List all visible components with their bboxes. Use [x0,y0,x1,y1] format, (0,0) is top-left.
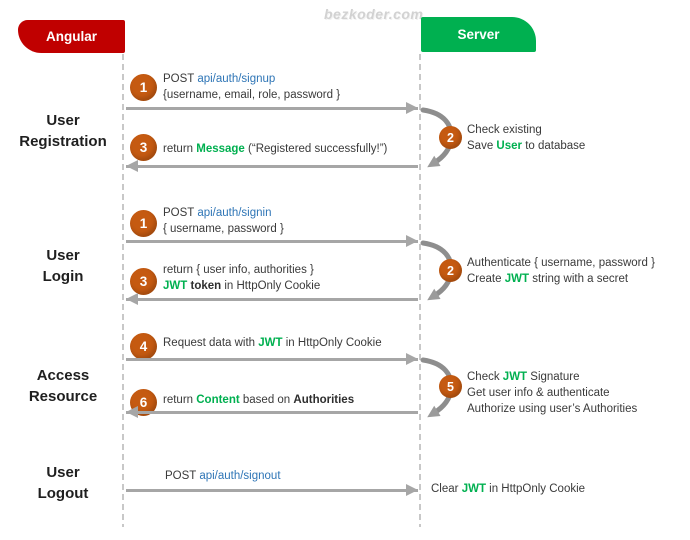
actor-server-banner: Server [421,17,536,52]
text-run: based on [239,394,294,406]
text-run: Get user info & authenticate [467,387,610,399]
arrow-resource-request [126,353,418,365]
section-label-line: User [46,112,80,129]
actor-angular-banner: Angular [18,20,125,53]
link-text-run: api/auth/signin [197,207,272,219]
arrow-signup-response [126,160,418,172]
message-line: return { user info, authorities } [163,263,320,279]
message-line: Check JWT Signature [467,369,637,385]
step-circle-1: 1 [130,210,157,237]
step-circle-5: 5 [439,375,462,398]
message-line: Get user info & authenticate [467,385,637,401]
message-line: Request data with JWT in HttpOnly Cookie [163,336,382,352]
text-run: Signature [527,371,580,383]
text-run: in HttpOnly Cookie [282,337,382,349]
arrow-signin-request [126,235,418,247]
step-circle-4: 4 [130,333,157,360]
text-run: Clear [431,483,462,495]
green-text-run: JWT [461,483,486,495]
message-line: Save User to database [467,138,585,154]
text-run: { username, password } [163,222,284,235]
green-text-run: Message [196,143,245,155]
message-line: {username, email, role, password } [163,88,340,104]
server-note-login: Authenticate { username, password } Crea… [467,255,655,287]
step-circle-2: 2 [439,259,462,282]
section-label-user-login: User Login [0,245,126,287]
message-resource-request: Request data with JWT in HttpOnly Cookie [163,336,382,352]
bold-text-run: token [190,279,222,292]
bold-text-run: Authorities [293,394,355,406]
message-line: Create JWT string with a secret [467,271,655,287]
section-label-access-resource: Access Resource [0,365,126,407]
green-text-run: JWT [163,279,188,292]
message-line: Check existing [467,122,585,138]
message-line: JWT token in HttpOnly Cookie [163,279,320,295]
text-run: Authorize using user’s Authorities [467,403,638,415]
server-note-logout: Clear JWT in HttpOnly Cookie [431,482,585,498]
text-run: Save [467,140,497,152]
message-signin-response: return { user info, authorities } JWT to… [163,263,320,294]
green-text-run: User [496,140,522,152]
text-run: in HttpOnly Cookie [485,483,586,495]
message-line: POST api/auth/signup [163,72,340,88]
text-run: return [163,143,197,155]
arrow-signin-response [126,293,418,305]
message-line: POST api/auth/signout [165,469,281,485]
message-resource-response: return Content based on Authorities [163,393,354,409]
text-run: POST [163,207,198,219]
text-run: to database [522,140,586,152]
lifeline-angular [122,54,124,527]
text-run: Authenticate { username, password } [467,257,655,269]
step-circle-3: 3 [130,134,157,161]
green-text-run: Content [196,394,240,406]
text-run: POST [165,470,200,482]
section-label-line: Login [42,268,84,285]
text-run: Request data with [163,337,259,349]
link-text-run: api/auth/signup [197,73,276,85]
text-run: string with a secret [529,273,629,285]
section-label-line: User [46,464,80,481]
green-text-run: JWT [502,371,528,383]
text-run: Create [467,273,505,285]
message-line: Authorize using user’s Authorities [467,401,637,417]
text-run: return [163,394,197,406]
message-line: return Content based on Authorities [163,393,354,409]
message-signin-request: POST api/auth/signin { username, passwor… [163,206,284,237]
section-label-user-logout: User Logout [0,462,126,504]
green-text-run: JWT [504,273,529,285]
server-note-access: Check JWT Signature Get user info & auth… [467,369,637,417]
message-signup-response: return Message (“Registered successfully… [163,142,387,158]
text-run: (“Registered successfully!”) [244,143,388,155]
message-signout-request: POST api/auth/signout [165,469,281,485]
section-label-line: Logout [37,485,89,502]
message-line: Clear JWT in HttpOnly Cookie [431,482,585,498]
text-run: POST [163,73,198,85]
arrow-signup-request [126,102,418,114]
green-text-run: JWT [258,337,283,349]
message-line: { username, password } [163,222,284,238]
message-signup-request: POST api/auth/signup {username, email, r… [163,72,340,103]
server-note-registration: Check existing Save User to database [467,122,585,154]
arrow-resource-response [126,406,418,418]
text-run: Check [467,371,503,383]
message-line: Authenticate { username, password } [467,255,655,271]
step-circle-3: 3 [130,268,157,295]
step-circle-1: 1 [130,74,157,101]
section-label-line: Registration [19,133,107,150]
step-circle-2: 2 [439,126,462,149]
text-run: Check existing [467,124,542,136]
section-label-line: User [46,247,80,264]
section-label-line: Resource [28,388,98,405]
message-line: return Message (“Registered successfully… [163,142,387,158]
text-run: {username, email, role, password } [163,88,341,101]
link-text-run: api/auth/signout [199,470,281,482]
lifeline-server [419,54,421,527]
arrow-signout-request [126,484,418,496]
message-line: POST api/auth/signin [163,206,284,222]
section-label-user-registration: User Registration [0,110,126,152]
text-run: return { user info, authorities } [163,264,314,276]
watermark: bezkoder.com [324,6,424,22]
section-label-line: Access [36,367,90,384]
text-run: in HttpOnly Cookie [221,279,321,292]
